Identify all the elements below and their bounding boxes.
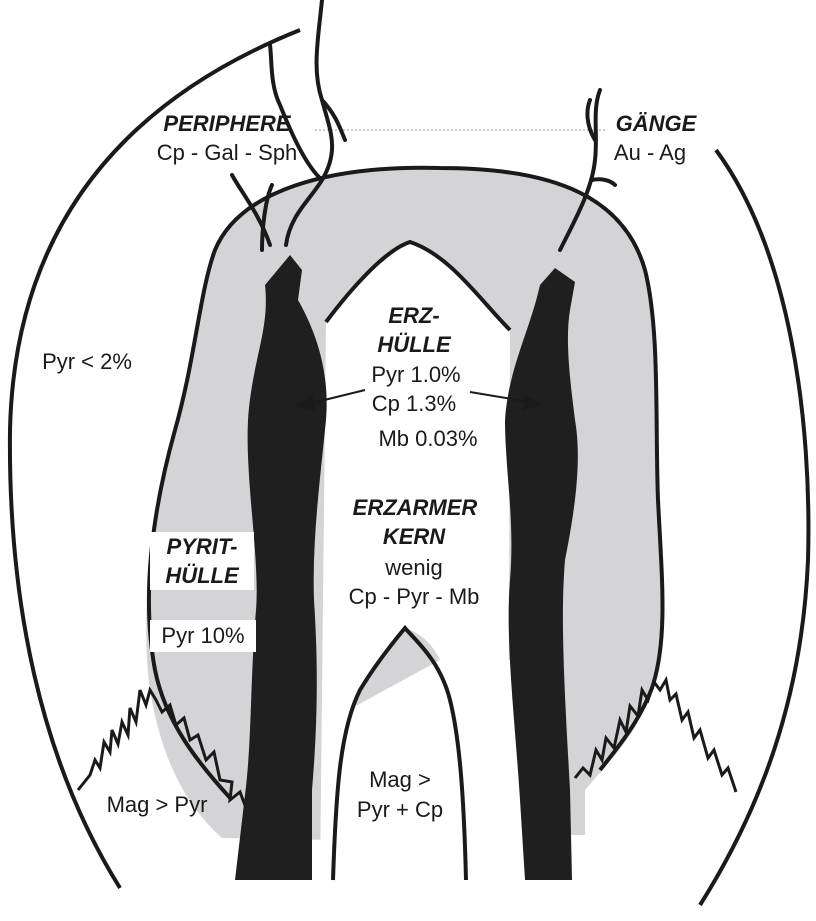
pyrit-huelle-label-1: PYRIT- xyxy=(167,534,238,559)
kern-label-1: ERZARMER xyxy=(353,495,478,520)
kern-minerals: Cp - Pyr - Mb xyxy=(349,584,480,609)
center-magnetite-label-2: Pyr + Cp xyxy=(357,797,443,822)
gaenge-minerals: Au - Ag xyxy=(614,140,686,165)
periphere-minerals: Cp - Gal - Sph xyxy=(157,140,298,165)
erz-huelle-label-2: HÜLLE xyxy=(377,332,452,357)
periphere-label: PERIPHERE xyxy=(163,111,291,136)
kern-wenig: wenig xyxy=(384,555,442,580)
erz-huelle-label-1: ERZ- xyxy=(388,303,439,328)
outer-pyrite-label: Pyr < 2% xyxy=(42,349,132,374)
pyrit-value: Pyr 10% xyxy=(161,623,244,648)
center-magnetite-label-1: Mag > xyxy=(369,767,431,792)
pyrit-huelle-label-2: HÜLLE xyxy=(165,563,240,588)
erz-pyr-value: Pyr 1.0% xyxy=(371,362,460,387)
outer-halo-boundary-right xyxy=(700,150,808,905)
erz-mb-value: Mb 0.03% xyxy=(378,426,477,451)
kern-label-2: KERN xyxy=(383,524,446,549)
left-magnetite-label: Mag > Pyr xyxy=(107,792,208,817)
erz-cp-value: Cp 1.3% xyxy=(372,391,456,416)
gaenge-label: GÄNGE xyxy=(616,111,698,136)
